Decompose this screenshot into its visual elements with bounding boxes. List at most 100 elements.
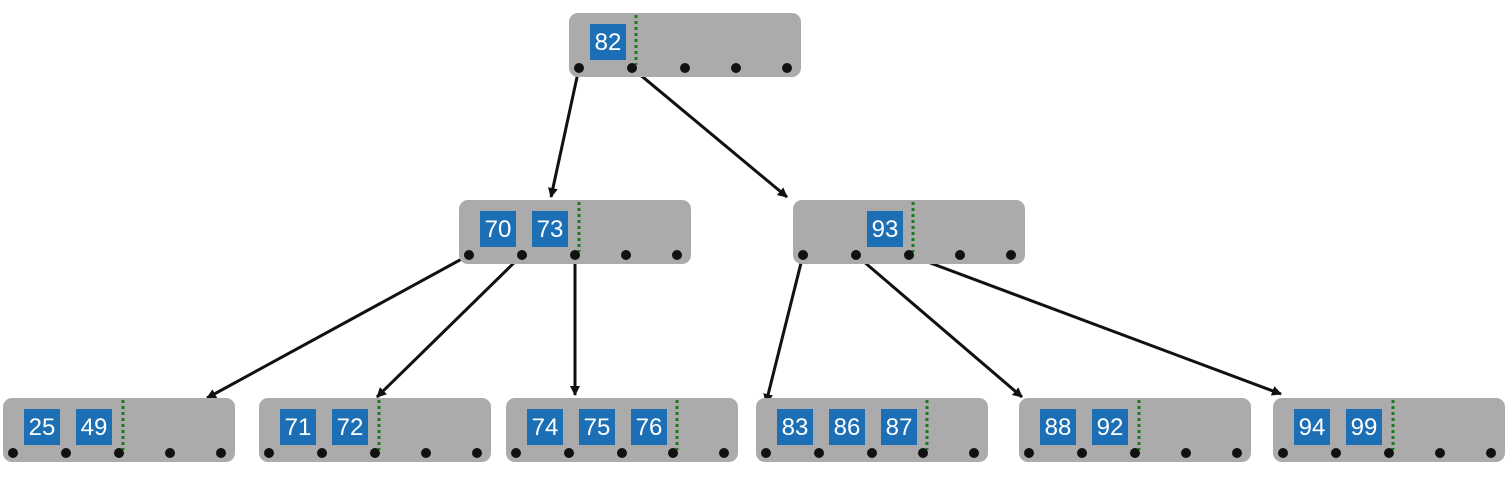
internal-node-0: 70 73 bbox=[459, 200, 691, 264]
key-value: 88 bbox=[1045, 414, 1072, 441]
edge-arrow bbox=[855, 253, 1023, 399]
key-value: 72 bbox=[337, 414, 364, 441]
edge-arrow bbox=[908, 253, 1282, 396]
pointer-dot bbox=[1024, 448, 1034, 458]
pointer-dot bbox=[617, 448, 627, 458]
pointer-dot bbox=[216, 448, 226, 458]
pointer-dot bbox=[1232, 448, 1242, 458]
leaf-node-4: 88 92 bbox=[1019, 398, 1251, 462]
key-value: 49 bbox=[81, 414, 108, 441]
pointer-dot bbox=[1486, 448, 1496, 458]
leaf-node-0-box bbox=[3, 398, 235, 462]
key-value: 87 bbox=[886, 414, 913, 441]
pointer-dot bbox=[627, 63, 637, 73]
pointer-dot bbox=[1331, 448, 1341, 458]
internal-node-1: 93 bbox=[793, 200, 1025, 264]
pointer-dot bbox=[761, 448, 771, 458]
internal-node-0-box bbox=[459, 200, 691, 264]
pointer-dot bbox=[668, 448, 678, 458]
pointer-dot bbox=[1278, 448, 1288, 458]
pointer-dot bbox=[570, 250, 580, 260]
pointer-dot bbox=[564, 448, 574, 458]
leaf-node-1: 71 72 bbox=[259, 398, 491, 462]
key-value: 86 bbox=[834, 414, 861, 441]
pointer-dot bbox=[574, 63, 584, 73]
key-box bbox=[829, 409, 865, 445]
edge-arrow bbox=[548, 67, 581, 198]
edge-arrow bbox=[206, 253, 470, 400]
pointer-dot bbox=[1130, 448, 1140, 458]
pointer-dot bbox=[165, 448, 175, 458]
key-value: 94 bbox=[1299, 414, 1326, 441]
root-node-box bbox=[569, 13, 801, 77]
pointer-dot bbox=[814, 448, 824, 458]
key-value: 75 bbox=[584, 414, 611, 441]
pointer-dot bbox=[621, 250, 631, 260]
edges-layer bbox=[206, 66, 1282, 404]
pointer-dot bbox=[719, 448, 729, 458]
pointer-dot bbox=[61, 448, 71, 458]
leaf-node-2-box bbox=[506, 398, 738, 462]
pointer-dot bbox=[370, 448, 380, 458]
key-value: 76 bbox=[636, 414, 663, 441]
leaf-node-5: 94 99 bbox=[1273, 398, 1505, 462]
pointer-dot bbox=[1181, 448, 1191, 458]
key-box bbox=[480, 211, 516, 247]
pointer-dot bbox=[511, 448, 521, 458]
pointer-dot bbox=[672, 250, 682, 260]
key-box bbox=[1040, 409, 1076, 445]
pointer-dot bbox=[851, 250, 861, 260]
pointer-dot bbox=[969, 448, 979, 458]
leaf-node-3-box bbox=[756, 398, 988, 462]
key-value: 73 bbox=[537, 216, 564, 243]
key-value: 70 bbox=[485, 216, 512, 243]
key-box bbox=[532, 211, 568, 247]
key-box bbox=[1294, 409, 1330, 445]
pointer-dot bbox=[472, 448, 482, 458]
edge-arrow bbox=[763, 254, 805, 404]
key-value: 99 bbox=[1351, 414, 1378, 441]
key-box bbox=[76, 409, 112, 445]
leaf-node-1-box bbox=[259, 398, 491, 462]
pointer-dot bbox=[421, 448, 431, 458]
key-box bbox=[631, 409, 667, 445]
key-box bbox=[579, 409, 615, 445]
key-value: 83 bbox=[782, 414, 809, 441]
key-value: 74 bbox=[532, 414, 559, 441]
key-box bbox=[777, 409, 813, 445]
key-value: 82 bbox=[595, 29, 622, 56]
leaf-node-4-box bbox=[1019, 398, 1251, 462]
internal-node-1-box bbox=[793, 200, 1025, 264]
pointer-dot bbox=[918, 448, 928, 458]
pointer-dot bbox=[464, 250, 474, 260]
pointer-dot bbox=[1435, 448, 1445, 458]
edge-arrow bbox=[375, 253, 524, 399]
root-node: 82 bbox=[569, 13, 801, 77]
key-box bbox=[24, 409, 60, 445]
key-value: 71 bbox=[285, 414, 312, 441]
key-box bbox=[1092, 409, 1128, 445]
leaf-node-0: 25 49 bbox=[3, 398, 235, 462]
leaf-node-5-box bbox=[1273, 398, 1505, 462]
key-box bbox=[881, 409, 917, 445]
key-box bbox=[527, 409, 563, 445]
pointer-dot bbox=[1077, 448, 1087, 458]
pointer-dot bbox=[264, 448, 274, 458]
key-value: 93 bbox=[872, 216, 899, 243]
leaf-node-2: 74 75 76 bbox=[506, 398, 738, 462]
pointer-dot bbox=[867, 448, 877, 458]
key-box bbox=[280, 409, 316, 445]
pointer-dot bbox=[1384, 448, 1394, 458]
pointer-dot bbox=[798, 250, 808, 260]
pointer-dot bbox=[114, 448, 124, 458]
pointer-dot bbox=[731, 63, 741, 73]
pointer-dot bbox=[517, 250, 527, 260]
key-box bbox=[867, 211, 903, 247]
key-value: 25 bbox=[29, 414, 56, 441]
key-value: 92 bbox=[1097, 414, 1124, 441]
leaf-node-3: 83 86 87 bbox=[756, 398, 988, 462]
pointer-dot bbox=[904, 250, 914, 260]
key-box bbox=[1346, 409, 1382, 445]
